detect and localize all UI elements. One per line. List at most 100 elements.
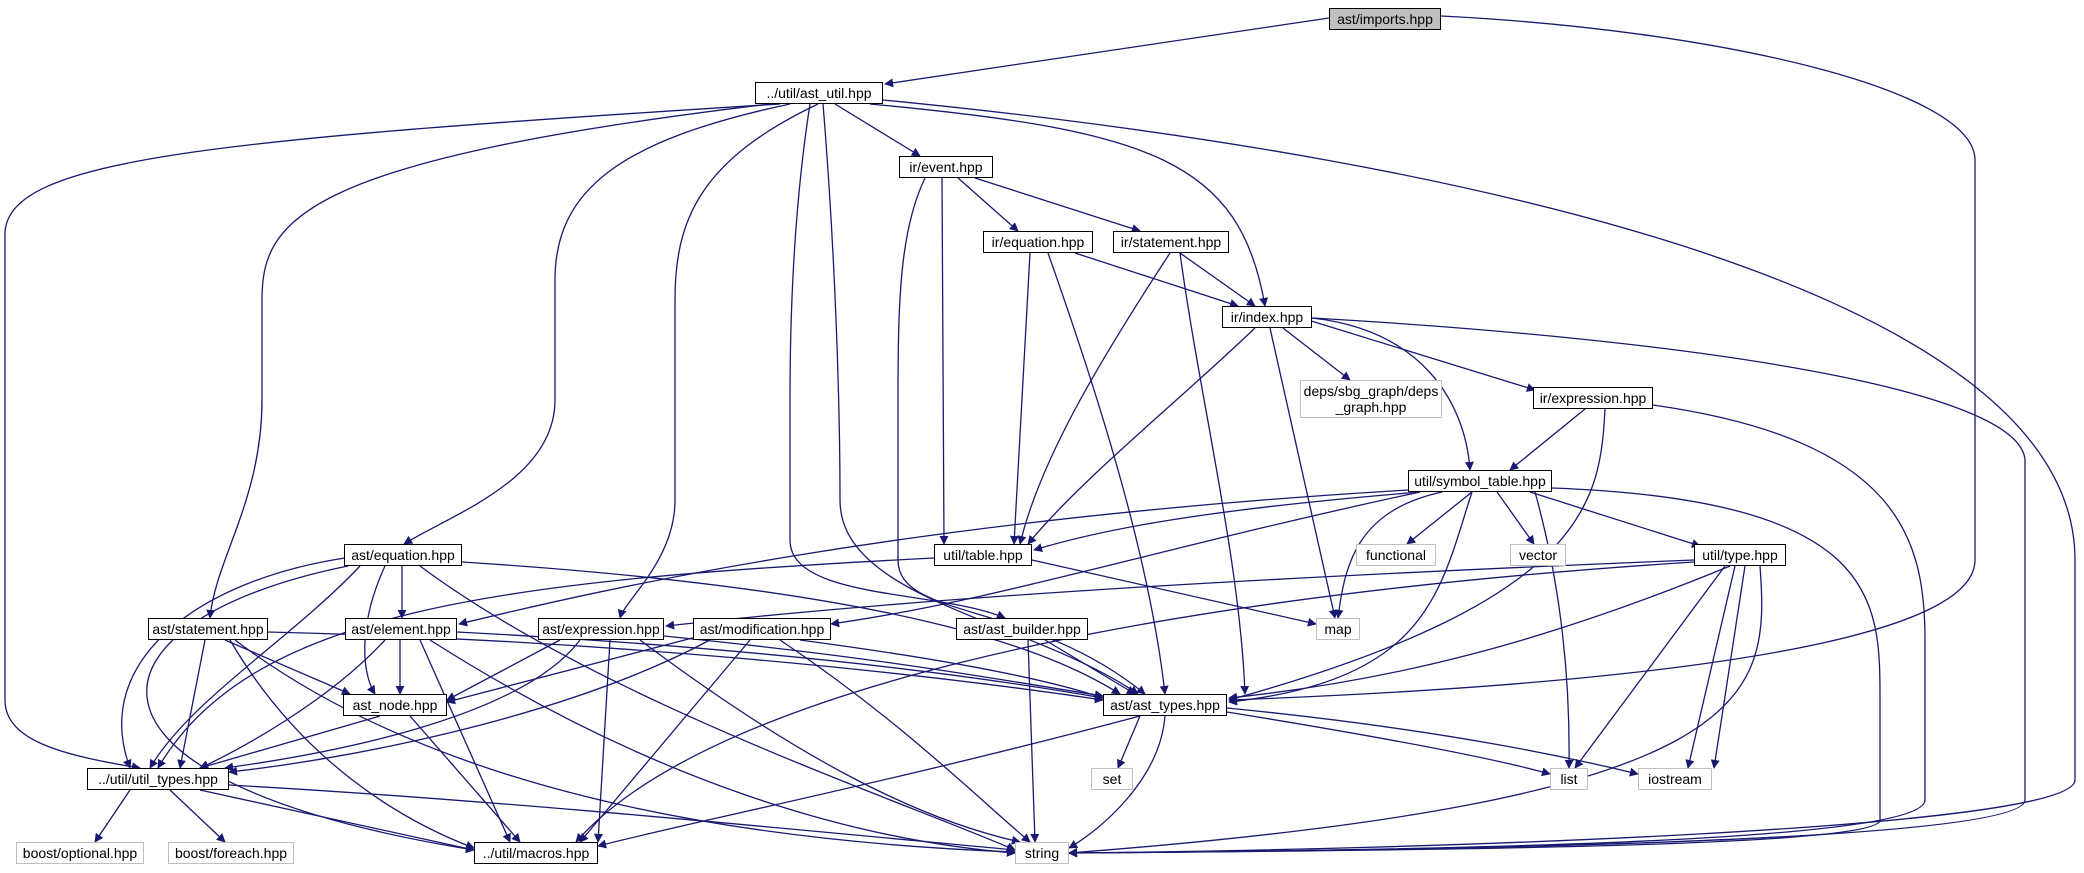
edge-ir-statement-ir-index <box>1179 252 1256 307</box>
edge-ast-util-ast-equation <box>403 103 791 545</box>
edge-util-table-util-types <box>157 557 935 769</box>
edge-util-type-iostream-right <box>1710 565 1746 769</box>
node-ast-element[interactable]: ast/element.hpp <box>345 618 457 640</box>
edge-ast-statement-ast-types <box>267 631 1104 704</box>
edge-ast-element-ast-types <box>456 631 1104 702</box>
edge-util-types-macros <box>199 789 475 853</box>
edge-symbol-table-ast-element <box>458 489 1409 627</box>
edge-ir-index-symbol-table <box>1311 317 1474 471</box>
edge-ast-equation-ast-node <box>364 565 386 695</box>
edge-ast-element-util-types <box>199 639 386 769</box>
edge-ast-expression-util-types <box>224 639 581 772</box>
node-ast-expression[interactable]: ast/expression.hpp <box>538 618 664 640</box>
edge-symbol-table-vector <box>1496 491 1535 545</box>
edge-util-type-iostream <box>1685 565 1736 769</box>
edge-ast-builder-ast-types <box>1044 639 1136 695</box>
edge-ast-util-string <box>882 99 2076 858</box>
edge-ir-expression-symbol-table <box>1509 408 1586 471</box>
edge-symbol-table-util-table <box>1033 491 1421 552</box>
edge-ir-equation-ir-index <box>1074 252 1239 308</box>
node-ir-index[interactable]: ir/index.hpp <box>1222 306 1312 328</box>
node-util-types[interactable]: ../util/util_types.hpp <box>87 768 229 790</box>
edge-ast-node-util-types <box>199 715 381 771</box>
node-ast-builder[interactable]: ast/ast_builder.hpp <box>956 618 1088 640</box>
edge-ast-statement-string <box>234 639 1016 857</box>
edge-imports-ast-types <box>1228 15 1976 705</box>
node-string: string <box>1015 842 1069 864</box>
edge-ast-expression-macros <box>593 639 611 843</box>
node-iostream: iostream <box>1638 768 1712 790</box>
edge-symbol-table-util-type <box>1529 491 1701 548</box>
node-list: list <box>1550 768 1588 790</box>
node-map: map <box>1316 618 1360 640</box>
edge-symbol-table-ast-modification <box>830 491 1421 628</box>
edge-ast-equation-util-types-inner <box>149 565 361 769</box>
node-boost-foreach: boost/foreach.hpp <box>168 842 294 864</box>
edge-symbol-table-string <box>1068 487 1881 858</box>
edge-ast-expression-string <box>639 639 1021 845</box>
node-ast-types[interactable]: ast/ast_types.hpp <box>1103 694 1227 716</box>
edge-ast-types-list <box>1226 711 1551 777</box>
node-vector: vector <box>1510 544 1566 566</box>
edge-ast-modification-string <box>779 639 1031 843</box>
edge-util-types-boost-foreach <box>169 789 226 843</box>
node-ir-expression[interactable]: ir/expression.hpp <box>1533 387 1653 409</box>
edge-ir-index-deps-graph <box>1282 327 1351 381</box>
node-ast-equation[interactable]: ast/equation.hpp <box>344 544 462 566</box>
edge-ast-modification-ast-node <box>446 635 701 705</box>
edge-ast-util-ir-event <box>834 103 921 157</box>
edge-symbol-table-list <box>1534 491 1574 769</box>
edge-ast-builder-string <box>1027 639 1040 843</box>
edge-ast-node-macros <box>409 715 521 843</box>
edge-util-type-string <box>1068 565 1763 857</box>
node-ir-statement[interactable]: ir/statement.hpp <box>1113 231 1229 253</box>
edge-ast-expression-ast-types <box>663 635 1104 700</box>
node-util-type[interactable]: util/type.hpp <box>1694 544 1786 566</box>
edge-ast-statement-util-types <box>177 639 206 769</box>
edge-ir-event-util-table <box>939 177 949 545</box>
edge-ast-types-macros <box>597 715 1141 849</box>
edge-util-type-ast-types <box>1228 565 1731 702</box>
edge-ast-expression-ast-node <box>446 639 561 701</box>
edge-imports-ast-util <box>884 17 1330 88</box>
edge-ast-modification-macros <box>579 639 751 843</box>
edge-ir-equation-util-table <box>1009 252 1031 545</box>
edge-ir-index-util-table <box>1027 327 1256 545</box>
node-ir-event[interactable]: ir/event.hpp <box>899 156 993 178</box>
node-util-symbol-table[interactable]: util/symbol_table.hpp <box>1408 470 1552 492</box>
edge-ast-statement-ast-node <box>224 639 351 695</box>
node-util-table[interactable]: util/table.hpp <box>934 544 1032 566</box>
edge-ast-element-string <box>429 639 1016 857</box>
edge-util-types-string <box>228 784 1016 854</box>
node-ir-equation[interactable]: ir/equation.hpp <box>983 231 1093 253</box>
edge-ast-util-ast-builder <box>789 103 1006 619</box>
node-util-macros[interactable]: ../util/macros.hpp <box>474 842 598 864</box>
edge-ast-util-ast-types <box>822 103 1139 695</box>
edge-ir-index-map <box>1269 327 1338 619</box>
node-functional: functional <box>1356 544 1436 566</box>
edge-ast-util-util-types <box>4 103 781 772</box>
edge-ast-equation-ast-types <box>461 561 1121 695</box>
edge-ast-util-ast-statement <box>206 103 771 619</box>
edge-ir-equation-ast-types <box>1047 252 1169 695</box>
node-ast-util[interactable]: ../util/ast_util.hpp <box>755 82 883 104</box>
node-ast-imports: ast/imports.hpp <box>1329 8 1441 30</box>
edge-ast-statement-macros <box>229 639 475 850</box>
edge-symbol-table-functional <box>1406 491 1473 545</box>
edge-ast-types-iostream <box>1226 707 1639 777</box>
edge-util-type-macros <box>575 561 1695 843</box>
edge-util-types-boost-optional <box>94 789 131 843</box>
node-ast-statement[interactable]: ast/statement.hpp <box>148 618 268 640</box>
node-ast-modification[interactable]: ast/modification.hpp <box>693 618 831 640</box>
node-boost-optional: boost/optional.hpp <box>16 842 144 864</box>
edge-ir-event-ir-equation <box>957 177 1019 232</box>
edge-ast-util-ast-expression <box>617 103 819 619</box>
edge-ir-statement-util-table <box>1017 252 1171 545</box>
edge-util-table-map <box>1031 559 1317 627</box>
edge-ast-modification-util-types <box>228 639 711 776</box>
edge-ir-index-ir-expression <box>1307 319 1536 392</box>
node-ast-node[interactable]: ast_node.hpp <box>343 694 447 716</box>
edge-symbol-table-map <box>1334 491 1443 619</box>
node-deps-graph: deps/sbg_graph/deps _graph.hpp <box>1300 380 1442 418</box>
